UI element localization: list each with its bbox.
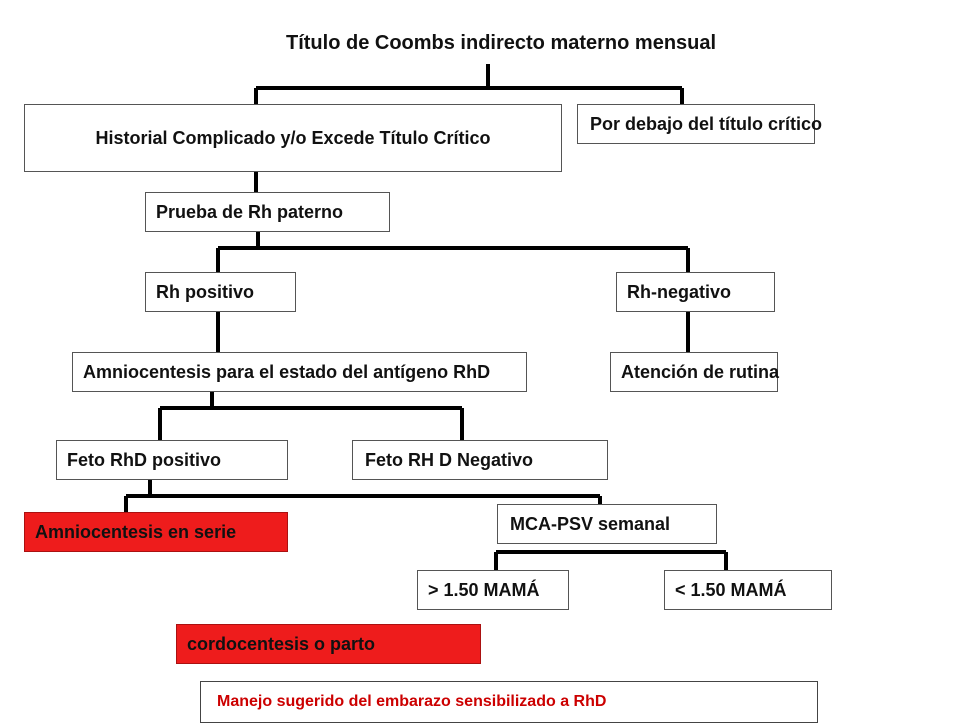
node-serial-amnio-label: Amniocentesis en serie (35, 521, 237, 542)
node-amnio-antigen-label: Amniocentesis para el estado del antígen… (83, 361, 491, 382)
diagram-title: Título de Coombs indirecto materno mensu… (286, 32, 717, 54)
node-below-critical: Por debajo del título crítico (577, 104, 822, 144)
node-amnio-antigen: Amniocentesis para el estado del antígen… (72, 352, 527, 392)
node-paternal-rh: Prueba de Rh paterno (145, 192, 390, 232)
node-above-150-label: > 1.50 MAMÁ (428, 579, 540, 600)
node-fetus-negative-label: Feto RH D Negativo (365, 449, 534, 470)
node-cordocentesis: cordocentesis o parto (176, 624, 481, 664)
node-routine-care-label: Atención de rutina (621, 361, 780, 382)
node-below-150: < 1.50 MAMÁ (664, 570, 832, 610)
node-serial-amnio: Amniocentesis en serie (24, 512, 288, 552)
node-paternal-rh-label: Prueba de Rh paterno (156, 201, 344, 222)
node-rh-negative-label: Rh-negativo (627, 281, 732, 302)
node-mca-psv-label: MCA-PSV semanal (510, 513, 671, 534)
node-below-150-label: < 1.50 MAMÁ (675, 579, 787, 600)
node-cordocentesis-label: cordocentesis o parto (187, 633, 376, 654)
node-rh-negative: Rh-negativo (616, 272, 775, 312)
node-history: Historial Complicado y/o Excede Título C… (24, 104, 562, 172)
node-above-150: > 1.50 MAMÁ (417, 570, 569, 610)
node-fetus-negative: Feto RH D Negativo (352, 440, 608, 480)
caption-box: Manejo sugerido del embarazo sensibiliza… (200, 681, 818, 723)
node-rh-positive: Rh positivo (145, 272, 296, 312)
node-fetus-positive: Feto RhD positivo (56, 440, 288, 480)
node-rh-positive-label: Rh positivo (156, 281, 254, 302)
node-fetus-positive-label: Feto RhD positivo (67, 449, 221, 470)
node-routine-care: Atención de rutina (610, 352, 780, 392)
node-below-critical-label: Por debajo del título crítico (590, 113, 823, 134)
node-mca-psv: MCA-PSV semanal (497, 504, 717, 544)
caption-text: Manejo sugerido del embarazo sensibiliza… (217, 693, 607, 710)
node-history-label: Historial Complicado y/o Excede Título C… (95, 128, 491, 148)
